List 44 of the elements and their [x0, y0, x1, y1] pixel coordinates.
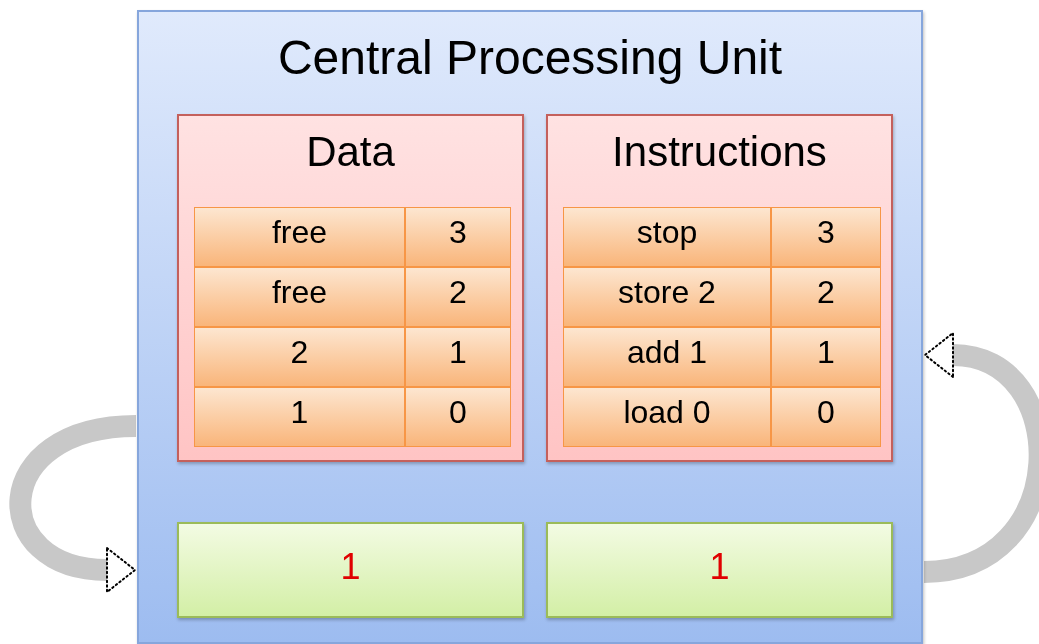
cell-text: free [270, 274, 329, 311]
table-cell [405, 327, 511, 387]
table-cell [194, 387, 405, 447]
cell-text: 0 [816, 394, 836, 431]
table-cell [771, 387, 881, 447]
cell-text: 2 [448, 274, 468, 311]
cell-text: free [270, 214, 329, 251]
table-cell [563, 327, 771, 387]
cell-text: 1 [289, 394, 310, 431]
cell-text: stop [635, 214, 699, 251]
heading: Central Processing Unit [276, 30, 784, 85]
processor-box [137, 10, 923, 644]
register-box [177, 522, 524, 618]
table-cell [771, 207, 881, 267]
table-cell [563, 387, 771, 447]
table-cell [194, 207, 405, 267]
table-cell [563, 267, 771, 327]
cell-text: 3 [448, 214, 468, 251]
table-cell [405, 207, 511, 267]
memory-panel [546, 114, 893, 462]
cell-text: load 0 [622, 394, 712, 431]
cell-text: 3 [816, 214, 836, 251]
heading: Instructions [611, 128, 828, 176]
register-value: 1 [339, 546, 362, 588]
cell-text: store 2 [617, 274, 717, 311]
heading: Data [305, 128, 396, 176]
table-cell [771, 327, 881, 387]
cell-text: 1 [816, 334, 836, 371]
table-cell [194, 327, 405, 387]
register-box [546, 522, 893, 618]
table-cell [563, 207, 771, 267]
cell-text: 2 [289, 334, 310, 371]
cell-text: 1 [448, 334, 468, 371]
register-value: 1 [708, 546, 731, 588]
table-cell [771, 267, 881, 327]
cell-text: 2 [816, 274, 836, 311]
curved-arrow [9, 415, 137, 593]
table-cell [405, 267, 511, 327]
table-cell [194, 267, 405, 327]
curved-arrow [922, 332, 1039, 583]
cell-text: 0 [448, 394, 468, 431]
cell-text: add 1 [625, 334, 709, 371]
table-cell [405, 387, 511, 447]
memory-panel [177, 114, 524, 462]
